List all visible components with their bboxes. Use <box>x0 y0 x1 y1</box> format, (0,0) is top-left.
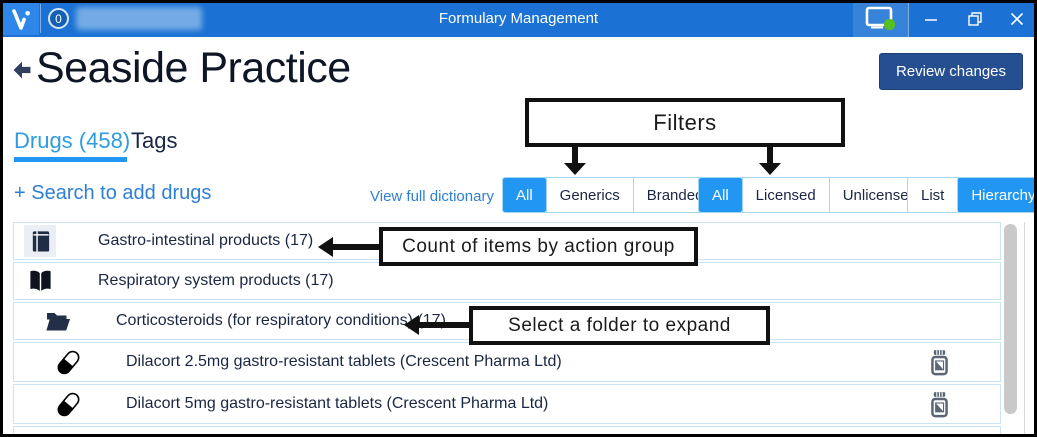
view-full-dictionary-link[interactable]: View full dictionary <box>370 188 494 205</box>
annotation-filters-label: Filters <box>653 109 717 135</box>
medicine-bottle-icon[interactable] <box>929 349 950 376</box>
minimize-icon <box>925 18 937 21</box>
close-button[interactable] <box>997 0 1037 37</box>
filter-all-generic-button[interactable]: All <box>503 178 546 212</box>
close-icon <box>1010 12 1024 25</box>
capsule-icon <box>52 430 84 437</box>
badge-count: 0 <box>55 11 62 26</box>
active-tab-underline <box>14 157 127 162</box>
list-item-partial[interactable] <box>13 426 1001 437</box>
scrollbar-thumb[interactable] <box>1004 224 1017 414</box>
titlebar: 0 Formulary Management <box>0 0 1037 37</box>
view-toggle-group: List Hierarchy <box>907 177 1037 213</box>
search-to-add-drugs-link[interactable]: + Search to add drugs <box>14 182 212 204</box>
view-list-button[interactable]: List <box>908 178 958 212</box>
view-hierarchy-button[interactable]: Hierarchy <box>957 178 1037 212</box>
capsule-icon <box>52 346 84 378</box>
annotation-count-label: Count of items by action group <box>402 235 675 257</box>
app-logo-button[interactable] <box>2 2 39 35</box>
annotation-down-arrow <box>759 147 781 175</box>
list-right-border <box>1024 222 1025 437</box>
list-item-label: Gastro-intestinal products (17) <box>98 232 314 249</box>
window-title: Formulary Management <box>438 10 599 27</box>
list-item-respiratory[interactable]: Respiratory system products (17) <box>13 262 1001 300</box>
redacted-practice-name <box>76 7 202 30</box>
licensed-filter-group: All Licensed Unlicensed <box>698 177 931 213</box>
book-open-icon <box>24 265 56 297</box>
generic-branded-filter-group: All Generics Branded <box>502 177 718 213</box>
minimize-button[interactable] <box>909 0 953 37</box>
maximize-restore-icon <box>968 11 982 26</box>
window-controls <box>853 0 1037 37</box>
list-item-label: Corticosteroids (for respiratory conditi… <box>116 312 446 329</box>
tab-drugs[interactable]: Drugs (458) <box>14 128 131 153</box>
tab-tags[interactable]: Tags <box>131 128 178 153</box>
filter-generics-button[interactable]: Generics <box>545 178 633 212</box>
annotation-left-arrow <box>404 315 470 335</box>
folder-open-icon <box>42 305 74 337</box>
notification-badge: 0 <box>48 8 69 29</box>
page-title: Seaside Practice <box>36 44 351 92</box>
filter-licensed-button[interactable]: Licensed <box>741 178 829 212</box>
list-item-label: Dilacort 2.5mg gastro-resistant tablets … <box>126 353 562 370</box>
v-logo-icon <box>11 8 30 30</box>
maximize-button[interactable] <box>953 0 997 37</box>
annotation-filters-box: Filters <box>525 98 845 147</box>
connection-status-button[interactable] <box>853 0 909 37</box>
list-item-label: Respiratory system products (17) <box>98 272 334 289</box>
annotation-folder-label: Select a folder to expand <box>508 314 731 336</box>
list-item-dilacort-5[interactable]: Dilacort 5mg gastro-resistant tablets (C… <box>13 384 1001 424</box>
medicine-bottle-icon[interactable] <box>929 391 950 418</box>
list-item-dilacort-2-5[interactable]: Dilacort 2.5mg gastro-resistant tablets … <box>13 342 1001 382</box>
annotation-folder-box: Select a folder to expand <box>469 306 770 345</box>
titlebar-divider <box>40 4 41 33</box>
filter-all-licensed-button[interactable]: All <box>699 178 742 212</box>
annotation-left-arrow <box>318 237 380 257</box>
monitor-green-dot-icon <box>865 6 896 31</box>
annotation-count-box: Count of items by action group <box>379 227 698 266</box>
capsule-icon <box>52 388 84 420</box>
annotation-down-arrow <box>564 147 586 175</box>
list-item-label: Dilacort 5mg gastro-resistant tablets (C… <box>126 395 549 412</box>
back-arrow-button[interactable] <box>13 61 31 79</box>
book-closed-icon <box>24 225 56 257</box>
review-changes-button[interactable]: Review changes <box>878 53 1023 90</box>
